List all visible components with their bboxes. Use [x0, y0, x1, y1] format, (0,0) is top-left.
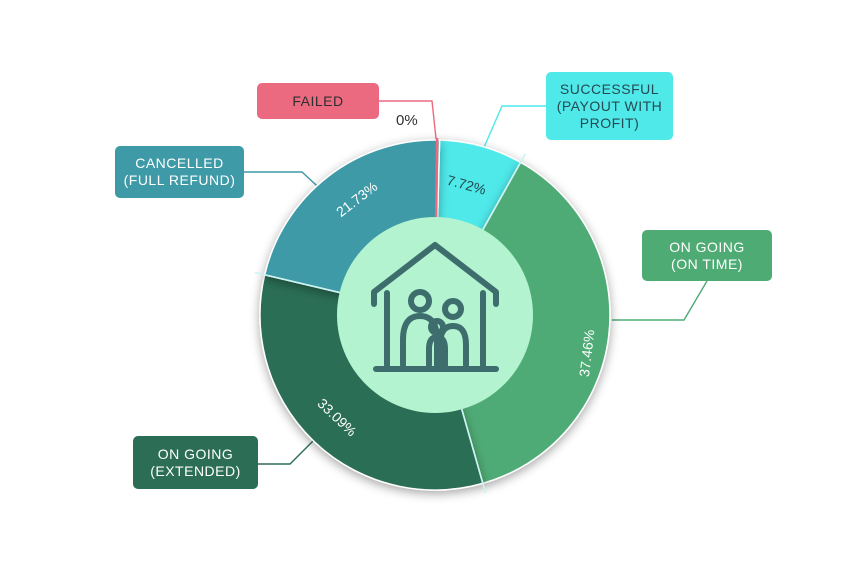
legend-extended-text: ON GOING (EXTENDED)	[150, 445, 241, 479]
legend-failed-text: FAILED	[292, 92, 344, 109]
failed-connector	[379, 100, 438, 149]
value-label-ongoing-ontime: 37.46%	[576, 329, 597, 378]
legend-ongoing-extended: ON GOING (EXTENDED)	[133, 436, 258, 489]
legend-successful-text: SUCCESSFUL (PAYOUT WITH PROFIT)	[556, 80, 663, 131]
value-label-failed: 0%	[396, 112, 418, 129]
extended-connector	[258, 439, 315, 465]
successful-connector	[481, 105, 546, 153]
ontime-connector	[612, 280, 708, 321]
legend-cancelled-text: CANCELLED (FULL REFUND)	[123, 155, 236, 188]
slice-failed	[434, 137, 439, 226]
legend-ongoing-ontime: ON GOING (ON TIME)	[642, 230, 772, 281]
legend-successful: SUCCESSFUL (PAYOUT WITH PROFIT)	[546, 72, 673, 140]
slice-separator	[458, 401, 487, 494]
legend-ontime-text: ON GOING (ON TIME)	[669, 238, 745, 272]
house-family-icon	[371, 242, 499, 372]
slice-separator	[254, 271, 348, 296]
slice-separator	[478, 153, 527, 237]
callout-connectors	[244, 100, 708, 465]
legend-failed: FAILED	[257, 83, 379, 119]
legend-cancelled: CANCELLED (FULL REFUND)	[115, 146, 244, 198]
